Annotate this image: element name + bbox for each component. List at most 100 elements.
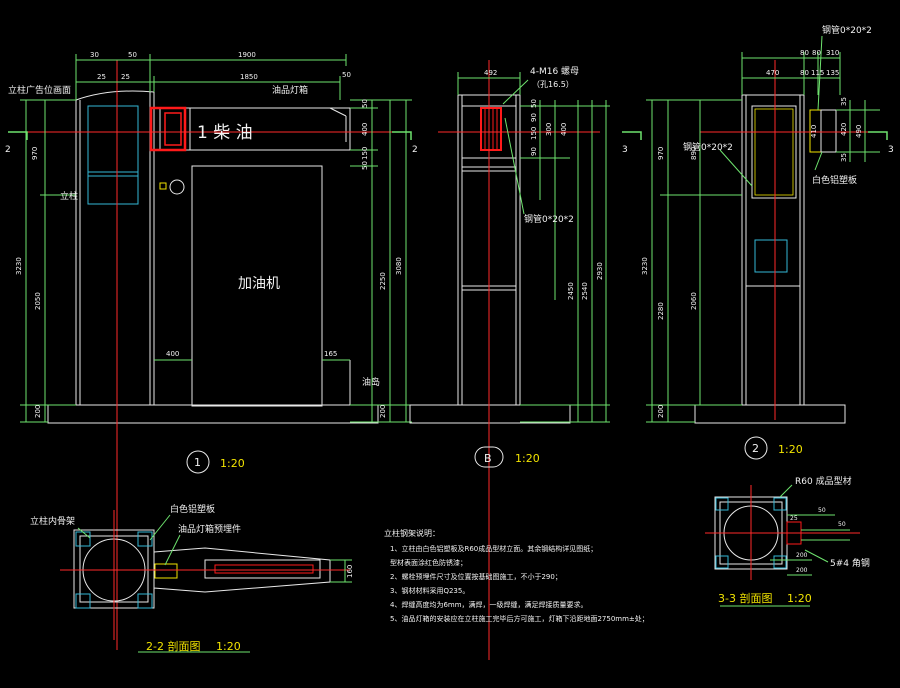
section-33-title: 3-3 剖面图 (718, 591, 772, 605)
scale-e1: 1:20 (220, 457, 245, 470)
dim-e2-left-3: 200 (657, 405, 665, 418)
dim-e1-2nd-0: 25 (97, 73, 106, 81)
view-id-b: B (484, 452, 492, 465)
dim-e1-right-6: 200 (379, 405, 387, 418)
dim-b-right-0: 50 (530, 99, 538, 108)
label-profile: R60 成品型材 (795, 475, 852, 487)
view-marker-2 (744, 436, 768, 460)
dim-e2-top-0: 80 (800, 49, 809, 57)
label-column: 立柱 (60, 190, 78, 202)
dim-e1-left-2: 2050 (34, 292, 42, 310)
dim-e1-left-3: 200 (34, 405, 42, 418)
dim-e1-right-1: 400 (361, 123, 369, 136)
label-island: 油岛 (362, 376, 380, 388)
dim-e2-left-2: 2280 (657, 302, 665, 320)
dim-e2-right-3: 410 (810, 125, 818, 138)
label-panel-2: 白色铝塑板 (812, 174, 857, 186)
dim-e1-right-0: 50 (361, 99, 369, 108)
dim-e1-top-3: 50 (342, 71, 351, 79)
dim-e1-right-3: 50 (361, 161, 369, 170)
dim-e2-2nd-2: 115 (811, 69, 824, 77)
dim-e2-right-4: 35 (840, 153, 848, 162)
note-4: 4、焊缝高度均为6mm，满焊，一级焊缝，满足焊接质量要求。 (390, 600, 588, 609)
section-mark-left: 2 (5, 145, 11, 155)
elevation-b (409, 60, 610, 660)
panel-window (754, 239, 788, 273)
dim-e1-2nd-2: 1850 (240, 73, 258, 81)
dim-e2-2nd-1: 80 (800, 69, 809, 77)
view-id-2: 2 (752, 442, 759, 455)
dim-e1-top-0: 30 (90, 51, 99, 59)
dim-b-right-7: 2540 (581, 282, 589, 300)
dim-e1-right-2: 150 (361, 147, 369, 160)
dim-b-right-1: 90 (530, 113, 538, 122)
section-mark-right: 2 (412, 145, 418, 155)
dim-b-right-2: 150 (530, 127, 538, 140)
view-marker-1 (186, 450, 210, 474)
label-pipe-top: 钢管0*20*2 (822, 24, 872, 36)
dim-e1-bottom-1: 165 (324, 350, 337, 358)
scale-e2: 1:20 (778, 443, 803, 456)
label-embed: 油品灯箱预埋件 (178, 523, 241, 535)
dim-e2-2nd-0: 470 (766, 69, 779, 77)
dim-e1-right-5: 3080 (395, 257, 403, 275)
section-22-title: 2-2 剖面图 (146, 639, 200, 653)
light-box-connector (149, 106, 187, 152)
note-1b: 型材表面涂红色防锈漆； (390, 558, 467, 567)
dim-33-2: 25 (790, 515, 798, 522)
dim-e1-2nd-1: 25 (121, 73, 130, 81)
ad-panel (87, 105, 139, 205)
dim-b-right-5: 400 (560, 123, 568, 136)
dim-b-top: 492 (484, 69, 497, 77)
dim-e1-left-0: 970 (31, 147, 39, 160)
section-3-3 (705, 484, 860, 607)
scale-b: 1:20 (515, 452, 540, 465)
dim-e1-top-1: 50 (128, 51, 137, 59)
section-22-scale: 1:20 (216, 640, 241, 653)
label-column-ad: 立柱广告位画面 (8, 84, 71, 96)
ground-base (47, 404, 379, 424)
light-box-text: 1 柴 油 (197, 123, 253, 143)
note-5: 5、油品灯箱的安装应在立柱施工完毕后方可施工，灯箱下沿距地面2750mm±处； (390, 614, 649, 623)
dim-e1-right-4: 2250 (379, 272, 387, 290)
note-2: 2、螺栓预埋件尺寸及位置按基础图施工，不小于290； (390, 572, 562, 581)
dim-e2-mid-1: 2060 (690, 292, 698, 310)
dim-e2-top-2: 310 (826, 49, 839, 57)
note-3: 3、钢材材料采用Q235。 (390, 586, 469, 595)
elevation-2 (622, 35, 888, 460)
label-light-box: 油品灯箱 (272, 84, 308, 96)
label-dispenser: 加油机 (238, 276, 280, 292)
light-box (159, 107, 351, 151)
dim-b-right-8: 2930 (596, 262, 604, 280)
label-bolt-sub: （孔16.5） (532, 80, 574, 89)
notes-title: 立柱钢架说明： (384, 528, 440, 538)
dim-e2-right-0: 35 (840, 97, 848, 106)
label-panel-22: 白色铝塑板 (170, 503, 215, 515)
dim-e2-left-0: 970 (657, 147, 665, 160)
section-2-2 (60, 510, 352, 653)
elevation-1 (8, 54, 412, 650)
label-bolt: 4-M16 螺母 (530, 66, 579, 77)
label-frame: 立柱内骨架 (30, 515, 75, 527)
dim-b-right-3: 90 (530, 147, 538, 156)
section-mark-3-right: 3 (888, 145, 894, 155)
dim-e2-top-1: 80 (812, 49, 821, 57)
section-mark-3-left: 3 (622, 145, 628, 155)
dim-33-1: 50 (838, 521, 846, 528)
view-id-1: 1 (194, 456, 201, 469)
note-1: 1、立柱由白色铝塑板及R60成品型材立面。其余钢结构详见图纸； (390, 544, 597, 553)
dim-e2-mid-0: 890 (690, 147, 698, 160)
dim-e2-2nd-3: 135 (826, 69, 839, 77)
dim-e1-bottom-0: 400 (166, 350, 179, 358)
dim-22-right: 160 (346, 565, 354, 578)
dim-33-0: 50 (818, 507, 826, 514)
label-pipe-b: 钢管0*20*2 (524, 213, 574, 225)
view-marker-b (474, 446, 504, 468)
dim-e1-left-1: 3230 (15, 257, 23, 275)
dim-b-right-4: 300 (545, 123, 553, 136)
bolt-plate (480, 107, 502, 151)
dim-33-4: 200 (796, 567, 808, 574)
dim-e2-left-1: 3230 (641, 257, 649, 275)
dim-e2-right-2: 490 (855, 125, 863, 138)
